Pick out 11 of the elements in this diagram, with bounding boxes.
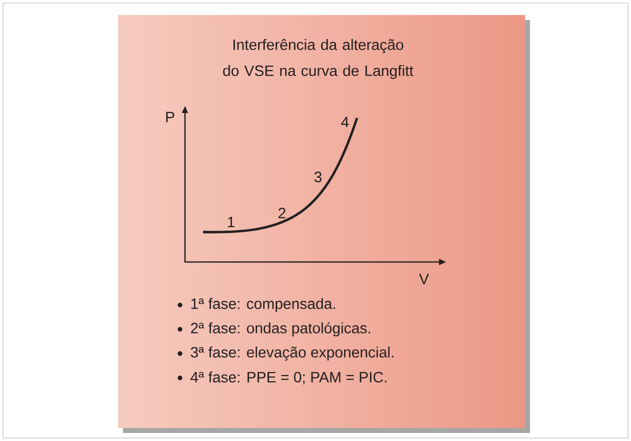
bullet-text: 3ª fase: elevação exponencial. [190, 346, 394, 361]
phase-number: 3 [314, 172, 322, 182]
axis-label: V [419, 274, 429, 284]
bullet-text: 4ª fase: PPE = 0; PAM = PIC. [190, 372, 386, 384]
phase-number: 2 [278, 208, 286, 218]
phase-number: 4 [341, 116, 349, 128]
bullet-text: 1ª fase: compensada. [191, 298, 335, 312]
axis-label: P [166, 112, 174, 122]
title: Interferência da alteração do VSE na curva de Langfitt [223, 38, 414, 79]
bullet-text: 2ª fase: ondas patológicas. [190, 322, 370, 336]
phase-number: 1 [228, 216, 234, 228]
